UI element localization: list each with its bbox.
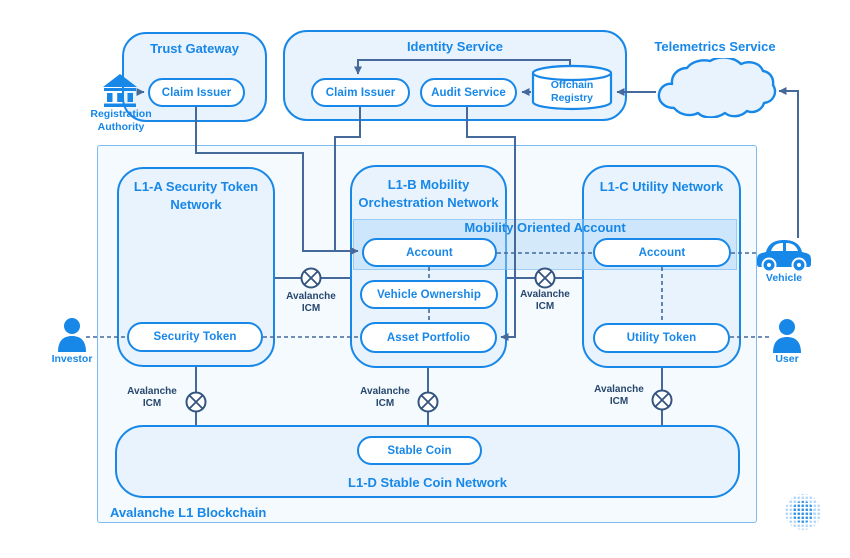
registration-authority-label: Registration Authority [80, 108, 162, 134]
icm-label-l1a-l1d: Avalanche ICM [120, 386, 184, 409]
icm-label-line2: ICM [301, 302, 321, 314]
trust-gateway-claim-issuer-pill: Claim Issuer [148, 78, 245, 107]
icm-icon-l1b-l1d [417, 391, 439, 413]
icm-label-l1c-l1d: Avalanche ICM [587, 384, 651, 407]
registration-authority-label-line1: Registration [90, 108, 152, 120]
l1b-title-line2: Orchestration Network [358, 195, 499, 210]
connector-audit-service-to-asset-portfolio [466, 107, 516, 341]
offchain-registry-label-line2: Registry [550, 92, 593, 104]
icm-label-line2: ICM [609, 395, 629, 407]
audit-service-pill: Audit Service [420, 78, 517, 107]
l1a-title-line2: Network [170, 197, 222, 212]
trust-gateway-title: Trust Gateway [150, 41, 239, 56]
l1b-title-line1: L1-B Mobility [387, 177, 470, 192]
offchain-registry-label-line1: Offchain [550, 79, 594, 91]
vehicle-car-icon [757, 240, 811, 273]
connector-identity-claim-issuer-to-account [334, 107, 361, 251]
l1c-title: L1-C Utility Network [599, 179, 724, 194]
stable-coin-pill: Stable Coin [357, 436, 482, 465]
registration-authority-label-line2: Authority [97, 121, 145, 133]
icm-label-line1: Avalanche [520, 289, 570, 300]
identity-service-title: Identity Service [406, 39, 504, 54]
icm-label-line2: ICM [375, 397, 395, 409]
icm-label-line2: ICM [142, 397, 162, 409]
connector-registry-to-identity-claim-issuer [354, 59, 571, 75]
telemetrics-service-title: Telemetrics Service [654, 39, 776, 54]
icm-label-line2: ICM [535, 300, 555, 312]
telemetrics-cloud-icon [657, 58, 777, 118]
investor-label: Investor [51, 353, 93, 365]
vehicle-ownership-pill: Vehicle Ownership [360, 280, 498, 309]
user-person-icon [773, 319, 801, 353]
icm-icon-l1b-l1c [534, 267, 556, 289]
halftone-dots-logo [785, 494, 821, 530]
utility-token-pill: Utility Token [593, 323, 730, 353]
security-token-pill: Security Token [127, 322, 263, 352]
connector-vehicle-to-cloud [778, 87, 799, 238]
icm-label-line1: Avalanche [360, 386, 410, 397]
icm-icon-l1a-l1b [300, 267, 322, 289]
l1d-title: L1-D Stable Coin Network [348, 475, 507, 490]
l1c-account-pill: Account [593, 238, 731, 267]
icm-label-l1a-l1b: Avalanche ICM [276, 291, 346, 314]
offchain-registry-database-icon [531, 64, 613, 111]
offchain-registry-label: Offchain Registry [534, 79, 610, 105]
icm-label-line1: Avalanche [594, 384, 644, 395]
connector-trust-claim-issuer-to-account [195, 107, 359, 255]
l1b-account-pill: Account [362, 238, 497, 267]
icm-circle-icons [185, 267, 673, 413]
icm-label-l1b-l1c: Avalanche ICM [510, 289, 580, 312]
mobility-oriented-account-label: Mobility Oriented Account [464, 220, 626, 235]
registration-authority-bank-icon [103, 74, 137, 107]
icm-icon-l1c-l1d [651, 389, 673, 411]
l1b-title: L1-B Mobility Orchestration Network [350, 176, 507, 212]
user-label: User [775, 353, 799, 365]
avalanche-l1-blockchain-label: Avalanche L1 Blockchain [110, 505, 267, 520]
asset-portfolio-pill: Asset Portfolio [360, 322, 497, 353]
vehicle-label: Vehicle [765, 272, 803, 284]
l1a-title-line1: L1-A Security Token [133, 179, 259, 194]
l1a-title: L1-A Security Token Network [117, 178, 275, 214]
icm-label-line1: Avalanche [127, 386, 177, 397]
icm-icon-l1a-l1d [185, 391, 207, 413]
icm-label-line1: Avalanche [286, 291, 336, 302]
identity-claim-issuer-pill: Claim Issuer [311, 78, 410, 107]
icm-label-l1b-l1d: Avalanche ICM [353, 386, 417, 409]
trust-gateway-box [122, 32, 267, 122]
investor-person-icon [58, 318, 86, 352]
